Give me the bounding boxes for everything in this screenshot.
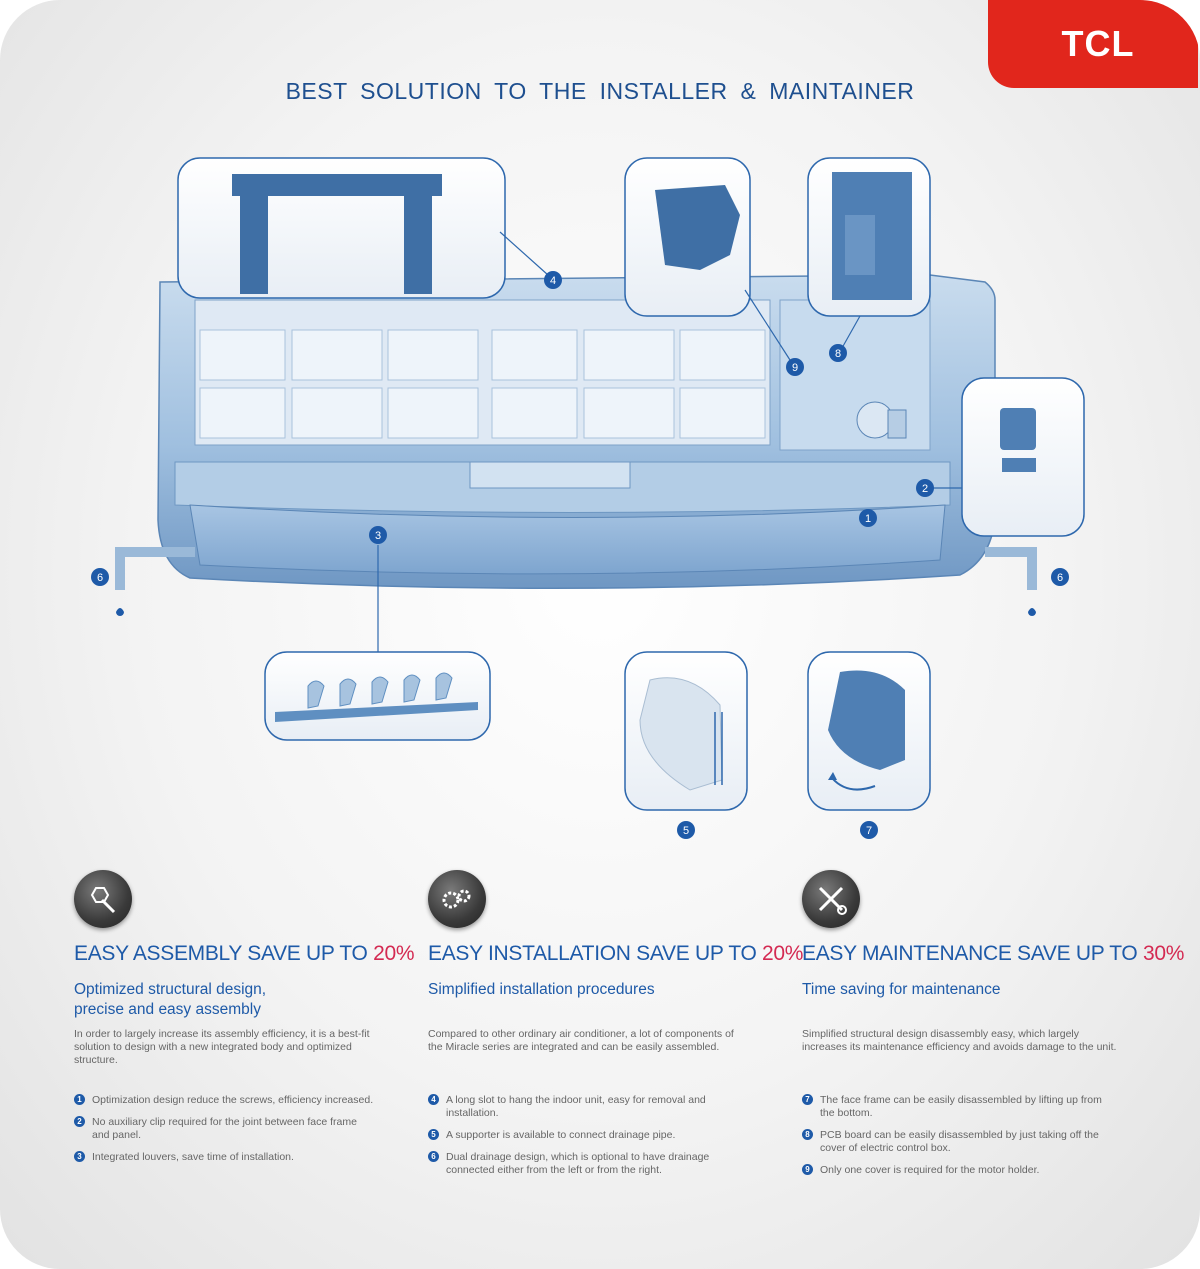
column-subtitle: Optimized structural design,precise and … [74, 981, 267, 1018]
column-description: In order to largely increase its assembl… [74, 1028, 370, 1066]
svg-text:5: 5 [683, 825, 689, 837]
callout-panel-joint [930, 377, 1085, 537]
screwdriver-wrench-icon [802, 870, 860, 928]
indoor-unit [115, 274, 1037, 616]
callout-hanging-slot [177, 157, 549, 299]
bolt-wrench-icon [74, 870, 132, 928]
column-title: EASY INSTALLATION SAVE UP TO 20% [428, 942, 804, 965]
svg-text:3: 3 [375, 530, 381, 542]
column-subtitle: Time saving for maintenance [802, 981, 1001, 998]
svg-text:4: 4 [550, 275, 556, 287]
marker-2: 2 [916, 479, 934, 497]
gears-icon [428, 870, 486, 928]
svg-text:7: 7 [866, 825, 872, 837]
callout-louvers [264, 545, 491, 741]
svg-text:8: 8 [835, 348, 841, 360]
marker-3: 3 [369, 526, 387, 544]
svg-text:2: 2 [922, 483, 928, 495]
callout-supporter [624, 651, 748, 811]
marker-5: 5 [677, 821, 695, 839]
column-subtitle: Simplified installation procedures [428, 981, 655, 998]
marker-group: 1 2 3 4 5 6 6 7 8 9 [91, 271, 1069, 839]
marker-1: 1 [859, 509, 877, 527]
column-description: Simplified structural design disassembly… [802, 1028, 1117, 1053]
ac-unit-diagram: 1 2 3 4 5 6 6 7 8 9 [91, 157, 1085, 839]
marker-4: 4 [544, 271, 562, 289]
column-description: Compared to other ordinary air condition… [428, 1028, 734, 1053]
column-title: EASY MAINTENANCE SAVE UP TO 30% [802, 942, 1185, 965]
marker-9: 9 [786, 358, 804, 376]
page-title: BEST SOLUTION TO THE INSTALLER & MAINTAI… [285, 78, 915, 104]
svg-text:9: 9 [792, 362, 798, 374]
svg-text:1: 1 [865, 513, 871, 525]
tcl-logo: TCL [988, 0, 1198, 88]
column-title: EASY ASSEMBLY SAVE UP TO 20% [74, 942, 415, 965]
marker-8: 8 [829, 344, 847, 362]
marker-7: 7 [860, 821, 878, 839]
marker-6-right: 6 [1051, 568, 1069, 586]
marker-6-left: 6 [91, 568, 109, 586]
callout-face-frame [807, 651, 931, 811]
callout-pcb-box [807, 157, 931, 349]
callout-motor-holder [624, 157, 791, 361]
svg-text:6: 6 [1057, 572, 1063, 584]
svg-text:6: 6 [97, 572, 103, 584]
